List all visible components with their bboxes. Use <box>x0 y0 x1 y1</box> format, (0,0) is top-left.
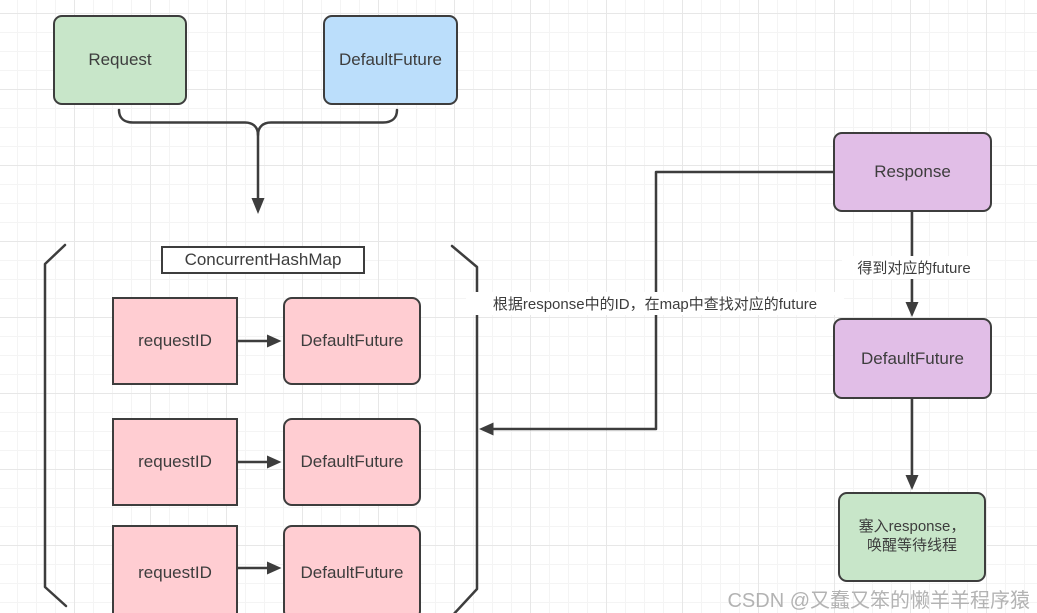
csdn-watermark: CSDN @又蠢又笨的懒羊羊程序猿 <box>727 590 1030 612</box>
defaultfuture-row2-label: DefaultFuture <box>300 452 404 472</box>
node-defaultfuture-row2: DefaultFuture <box>283 418 421 506</box>
merge-arrowhead <box>251 198 265 214</box>
defaultfuture-row1-label: DefaultFuture <box>300 331 404 351</box>
node-defaultfuture-right-label: DefaultFuture <box>861 348 964 368</box>
edge-label-lookup-by-id: 根据response中的ID，在map中查找对应的future <box>466 292 844 315</box>
node-requestid-row2: requestID <box>112 418 238 506</box>
requestid-row1-label: requestID <box>138 331 212 351</box>
final-node-line2: 唤醒等待线程 <box>866 537 957 554</box>
requestid-row3-label: requestID <box>138 562 212 582</box>
lookup-arrowhead <box>479 422 494 436</box>
row-arrowhead <box>267 561 282 575</box>
node-fill-response-wake-thread: 塞入response， 唤醒等待线程 <box>838 492 986 582</box>
wake-arrowhead <box>905 475 919 490</box>
row-arrowhead <box>267 334 282 348</box>
requestid-row2-label: requestID <box>138 452 212 472</box>
get-future-arrowhead <box>905 302 919 317</box>
node-requestid-row3: requestID <box>112 525 238 613</box>
node-defaultfuture-right: DefaultFuture <box>833 318 992 399</box>
merge-brace <box>117 108 399 137</box>
map-bracket-left <box>43 243 68 608</box>
concurrenthashmap-title-label: ConcurrentHashMap <box>184 250 342 270</box>
edge-label-get-future: 得到对应的future <box>842 256 986 279</box>
node-defaultfuture-row3: DefaultFuture <box>283 525 421 613</box>
node-requestid-row1: requestID <box>112 297 238 385</box>
node-defaultfuture-row1: DefaultFuture <box>283 297 421 385</box>
node-defaultfuture-top-label: DefaultFuture <box>339 50 442 70</box>
node-request: Request <box>53 15 187 105</box>
defaultfuture-row3-label: DefaultFuture <box>300 562 404 582</box>
node-response-label: Response <box>874 162 951 182</box>
row-arrowhead <box>267 455 282 469</box>
final-node-line1: 塞入response， <box>858 518 966 536</box>
node-concurrenthashmap-title: ConcurrentHashMap <box>161 246 365 274</box>
node-request-label: Request <box>88 50 152 70</box>
node-response: Response <box>833 132 992 212</box>
node-defaultfuture-top: DefaultFuture <box>323 15 458 105</box>
